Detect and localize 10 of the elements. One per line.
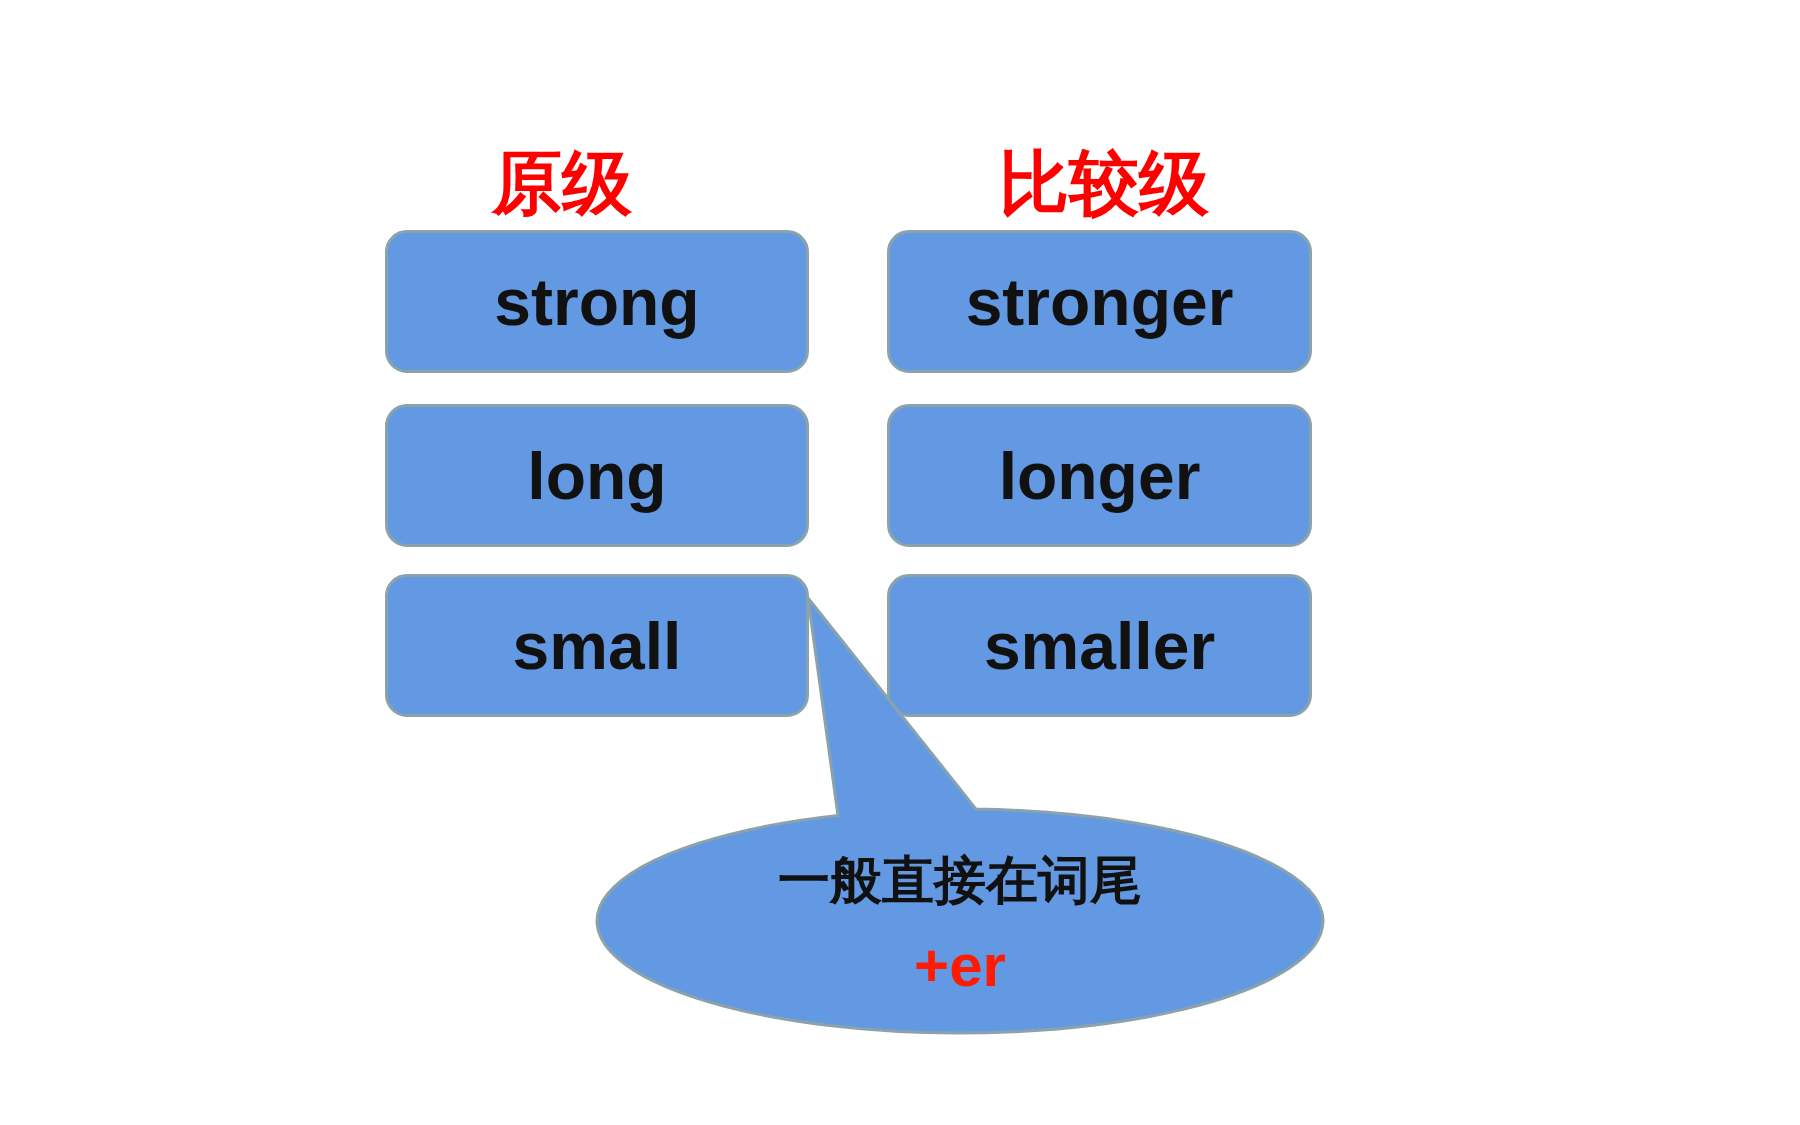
column-heading: 比较级 <box>999 141 1209 226</box>
word-card: stronger <box>887 230 1312 373</box>
callout-text: 一般直接在词尾 <box>777 849 1143 912</box>
word-card: strong <box>385 230 809 373</box>
column-heading: 原级 <box>492 141 632 226</box>
word-card: small <box>385 574 809 717</box>
word-card: smaller <box>887 574 1312 717</box>
word-card: long <box>385 404 809 547</box>
suffix-text: +er <box>913 931 1007 1000</box>
word-card: longer <box>887 404 1312 547</box>
